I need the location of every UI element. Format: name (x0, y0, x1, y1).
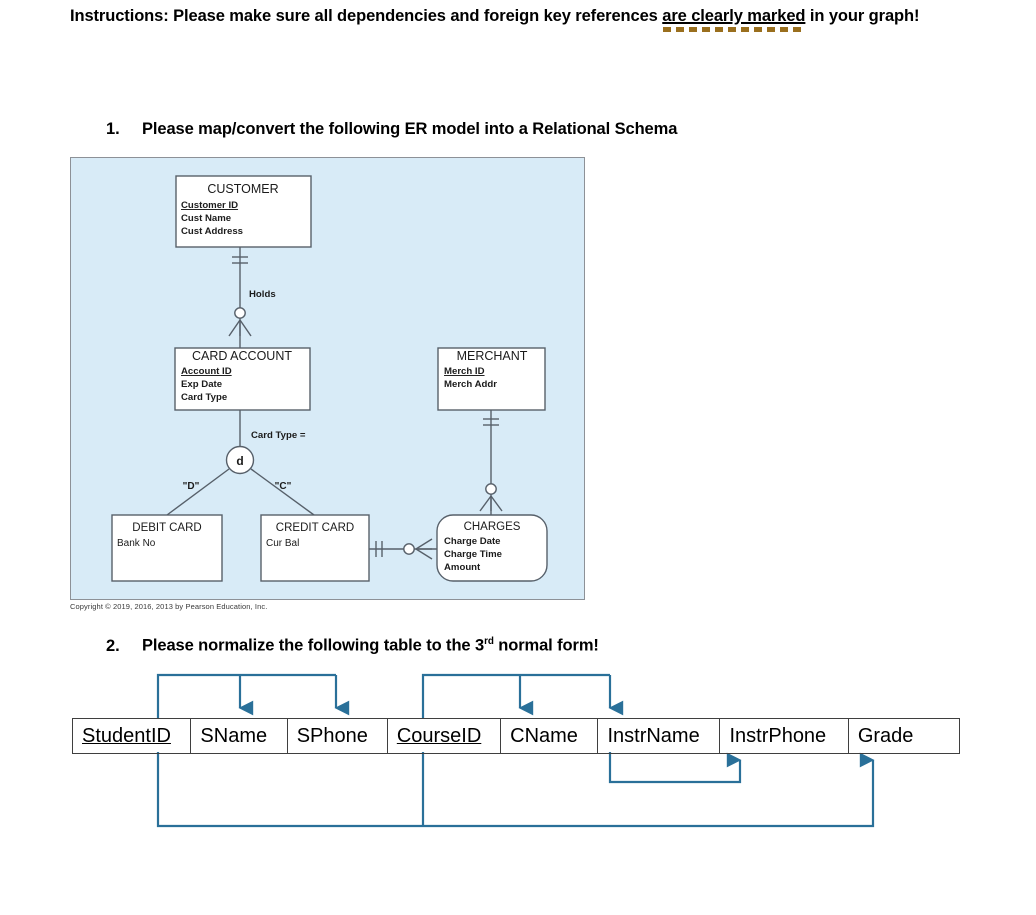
normalization-table: StudentID SName SPhone CourseID CName In… (71, 718, 961, 754)
question-1-number: 1. (106, 120, 120, 138)
entity-card-account-attr-1: Exp Date (181, 379, 222, 390)
column-label-sphone: SPhone (296, 724, 368, 747)
entity-card-account-attr-0: Account ID (181, 366, 232, 377)
table-cell-sname: SName (190, 718, 288, 754)
table-row: StudentID SName SPhone CourseID CName In… (71, 718, 961, 754)
instructions-highlighted: are clearly marked (662, 7, 806, 25)
entity-charges-attr-0: Charge Date (444, 536, 501, 547)
discriminator-label: Card Type = (251, 430, 306, 441)
question-2-heading: 2. Please normalize the following table t… (106, 636, 599, 656)
question-1-heading: 1. Please map/convert the following ER mo… (106, 120, 677, 139)
table-cell-instrphone: InstrPhone (719, 718, 849, 754)
question-2-ordinal-suffix: rd (484, 636, 494, 647)
entity-charges-attr-2: Amount (444, 562, 481, 573)
table-cell-cname: CName (500, 718, 599, 754)
entity-card-account-title: CARD ACCOUNT (192, 349, 292, 363)
entity-customer-title: CUSTOMER (207, 182, 278, 196)
question-2-number: 2. (106, 636, 120, 655)
normalization-diagram: StudentID SName SPhone CourseID CName In… (70, 660, 961, 840)
entity-customer-attr-1: Cust Name (181, 213, 231, 224)
dependency-arrows-svg (156, 673, 875, 828)
column-label-cname: CName (510, 724, 578, 747)
question-2-text-after: normal form! (493, 636, 599, 655)
entity-credit-card-title: CREDIT CARD (276, 522, 354, 534)
instructions-text: Instructions: Please make sure all depen… (70, 4, 960, 30)
er-diagram-svg: CUSTOMER Customer ID Cust Name Cust Addr… (111, 175, 548, 582)
er-diagram-figure: CUSTOMER Customer ID Cust Name Cust Addr… (70, 157, 585, 600)
copyright-notice: Copyright © 2019, 2016, 2013 by Pearson … (70, 602, 268, 611)
entity-charges-title: CHARGES (464, 521, 521, 533)
entity-card-account-attr-2: Card Type (181, 392, 227, 403)
question-2-text-before: Please normalize the following table to … (142, 636, 485, 655)
discriminator-symbol: d (236, 454, 243, 468)
entity-merchant-title: MERCHANT (457, 349, 528, 363)
instructions-before: Instructions: Please make sure all depen… (70, 7, 663, 25)
entity-credit-card-attr-0: Cur Bal (266, 538, 299, 549)
column-label-sname: SName (200, 724, 268, 747)
entity-debit-card-attr-0: Bank No (117, 538, 156, 549)
subtype-credit-value-label: "C" (275, 481, 292, 492)
table-cell-courseid: CourseID (386, 718, 502, 754)
entity-debit-card-title: DEBIT CARD (132, 522, 201, 534)
column-label-courseid: CourseID (396, 724, 482, 747)
entity-charges-attr-1: Charge Time (444, 549, 502, 560)
table-cell-sphone: SPhone (286, 718, 388, 754)
entity-merchant-attr-1: Merch Addr (444, 379, 497, 390)
column-label-instrname: InstrName (607, 724, 700, 747)
question-1-text: Please map/convert the following ER mode… (142, 120, 678, 138)
entity-customer-attr-0: Customer ID (181, 200, 238, 211)
table-cell-instrname: InstrName (597, 718, 721, 754)
column-label-grade: Grade (857, 724, 914, 747)
entity-customer-attr-2: Cust Address (181, 226, 243, 237)
subtype-debit-value-label: "D" (183, 481, 200, 492)
relationship-holds-label: Holds (249, 289, 276, 300)
table-cell-grade: Grade (847, 718, 961, 754)
column-label-instrphone: InstrPhone (729, 724, 827, 747)
table-cell-studentid: StudentID (71, 718, 192, 754)
column-label-studentid: StudentID (82, 724, 171, 747)
entity-merchant-attr-0: Merch ID (444, 366, 485, 377)
instructions-after: in your graph! (805, 7, 920, 25)
